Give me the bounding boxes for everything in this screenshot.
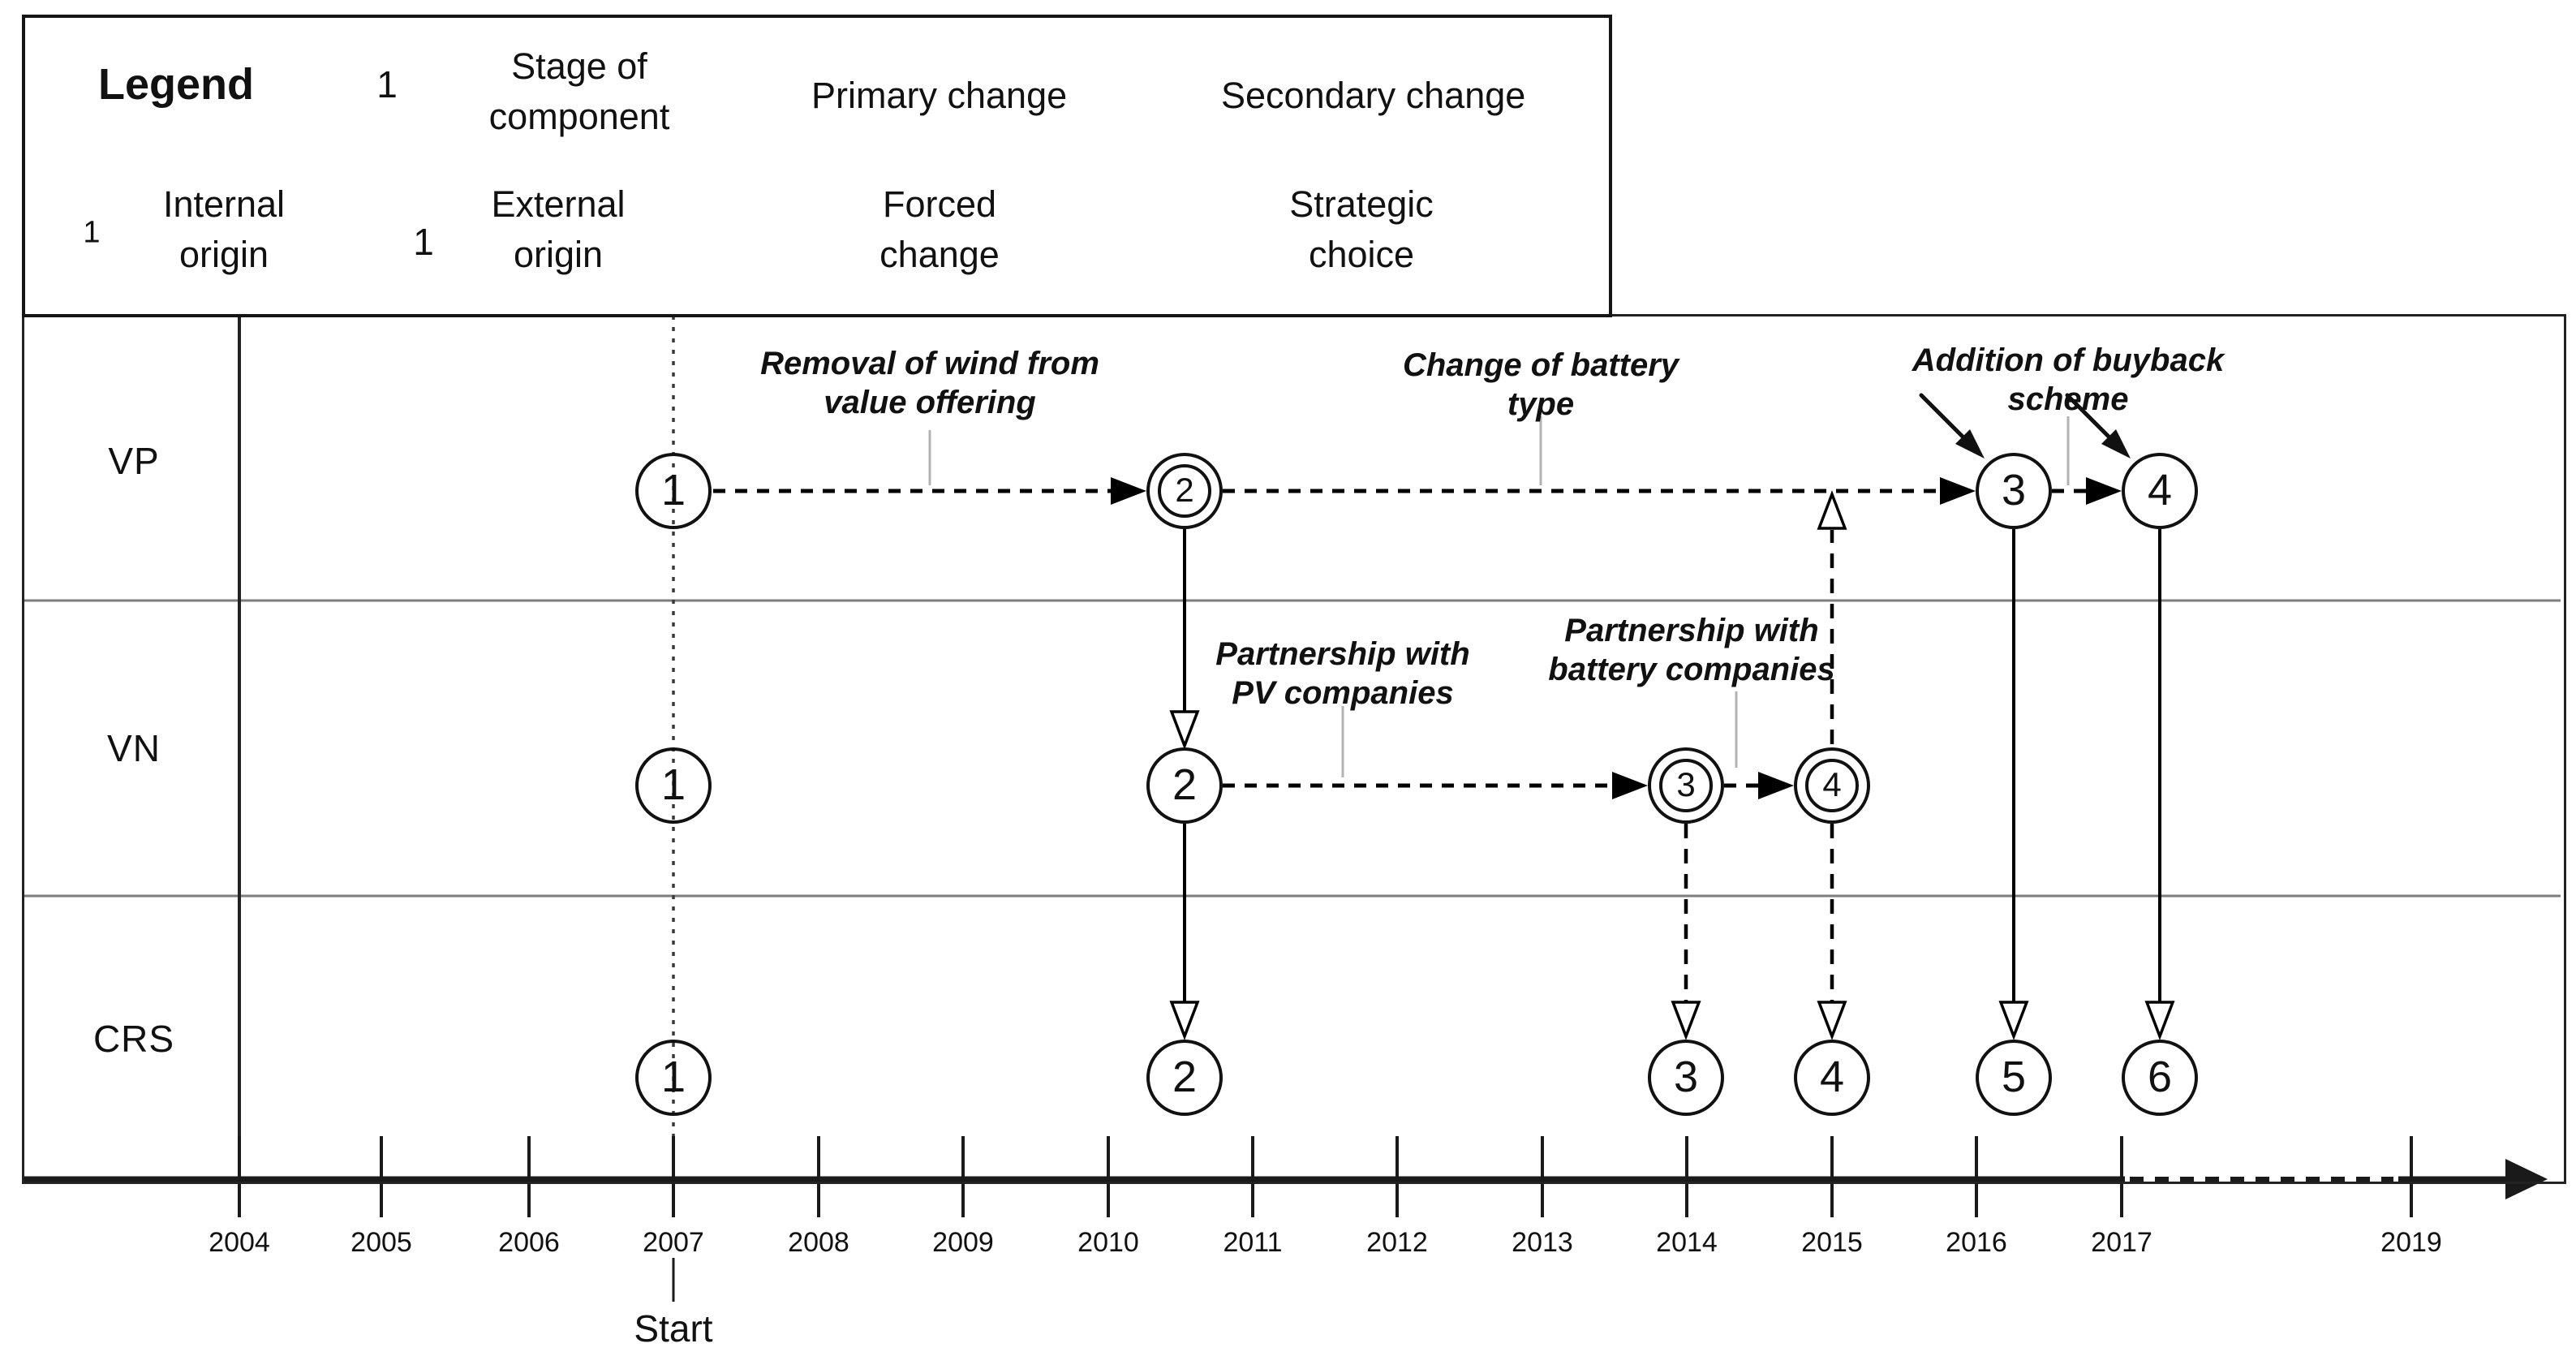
year-label-2016: 2016 (1946, 1227, 2007, 1258)
timeline-start-label: Start (634, 1307, 713, 1350)
timeline-axis (24, 1159, 2548, 1302)
forced-change-lines (1183, 529, 2161, 1002)
grid-lines (24, 599, 2561, 898)
annotation-removal-wind: Removal of wind from value offering (760, 346, 1099, 420)
annotation-partnership-pv: Partnership with PV companies (1215, 636, 1470, 711)
node-crs-2: 2 (1146, 1040, 1223, 1116)
legend-stage-label: Stage of component (488, 45, 670, 137)
legend-stage-circle-text: 1 (376, 63, 398, 105)
year-label-2007: 2007 (643, 1227, 704, 1258)
annotation-change-battery: Change of battery type (1402, 347, 1679, 422)
internal-origin-ring-icon (1659, 759, 1713, 812)
legend-external-origin-text: 1 (413, 221, 434, 263)
year-label-2015: 2015 (1801, 1227, 1863, 1258)
node-vn-4-label: 4 (1822, 765, 1842, 804)
year-label-2005: 2005 (350, 1227, 412, 1258)
node-vp-4-label: 4 (2147, 465, 2173, 515)
year-label-2004: 2004 (209, 1227, 270, 1258)
node-vp-1: 1 (635, 453, 712, 529)
node-vp-4: 4 (2122, 453, 2198, 529)
legend-external-origin-label: External origin (491, 183, 626, 275)
year-label-2014: 2014 (1656, 1227, 1718, 1258)
node-vn-2: 2 (1146, 747, 1223, 824)
node-vp-1-label: 1 (660, 465, 686, 515)
year-label-2006: 2006 (498, 1227, 560, 1258)
year-label-2017: 2017 (2091, 1227, 2152, 1258)
annotation-addition-buyback: Addition of buyback scheme (1912, 342, 2225, 417)
year-label-2011: 2011 (1223, 1227, 1283, 1258)
node-crs-3-label: 3 (1673, 1052, 1699, 1101)
annotation-partnership-battery: Partnership with battery companies (1548, 613, 1835, 687)
legend-strategic-choice-label: Strategic choice (1289, 183, 1434, 275)
internal-origin-ring-icon (1158, 464, 1211, 518)
year-label-2013: 2013 (1512, 1227, 1573, 1258)
year-label-2009: 2009 (932, 1227, 994, 1258)
legend-internal-origin-text: 1 (83, 215, 101, 250)
legend-forced-change-label: Forced change (879, 183, 1000, 275)
node-crs-4: 4 (1794, 1040, 1870, 1116)
node-vn-3-label: 3 (1676, 765, 1696, 804)
strategic-choice-vertical-lines (1684, 530, 1834, 1002)
node-crs-1-label: 1 (660, 1052, 686, 1101)
external-origin-arrows (1919, 393, 2131, 459)
year-label-2012: 2012 (1366, 1227, 1428, 1258)
axis-arrowhead-icon (2505, 1159, 2548, 1199)
node-vp-3-label: 3 (2001, 465, 2027, 515)
annotation-leader-lines (928, 416, 2070, 777)
node-crs-2-label: 2 (1172, 1052, 1198, 1101)
legend-primary-change-label: Primary change (811, 75, 1068, 116)
legend-title: Legend (97, 60, 255, 109)
node-vp-2: 2 (1146, 453, 1223, 529)
node-vp-2-label: 2 (1175, 471, 1194, 510)
year-label-2010: 2010 (1077, 1227, 1139, 1258)
legend-internal-origin-label: Internal origin (162, 183, 286, 275)
row-label-crs: CRS (92, 1018, 175, 1060)
legend-secondary-change-label: Secondary change (1221, 75, 1526, 116)
primary-change-arrowheads (1111, 477, 2122, 799)
node-vn-3: 3 (1648, 747, 1724, 824)
year-label-2019: 2019 (2380, 1227, 2442, 1258)
node-vn-1-label: 1 (660, 760, 686, 809)
node-vn-2-label: 2 (1172, 760, 1198, 809)
legend-box (22, 15, 1612, 317)
node-vn-4: 4 (1794, 747, 1870, 824)
year-label-2008: 2008 (788, 1227, 849, 1258)
node-crs-6: 6 (2122, 1040, 2198, 1116)
secondary-change-arrowheads (1169, 490, 2175, 1040)
node-crs-4-label: 4 (1819, 1052, 1845, 1101)
node-crs-5: 5 (1976, 1040, 2052, 1116)
node-crs-6-label: 6 (2147, 1052, 2173, 1101)
internal-origin-ring-icon (1805, 759, 1859, 812)
node-crs-5-label: 5 (2001, 1052, 2027, 1101)
strategic-choice-lines (713, 489, 2086, 788)
row-label-vn: VN (107, 727, 161, 769)
node-vn-1: 1 (635, 747, 712, 824)
node-vp-3: 3 (1976, 453, 2052, 529)
node-crs-3: 3 (1648, 1040, 1724, 1116)
row-label-vp: VP (108, 440, 160, 482)
node-crs-1: 1 (635, 1040, 712, 1116)
axis-ticks (238, 1136, 2413, 1217)
